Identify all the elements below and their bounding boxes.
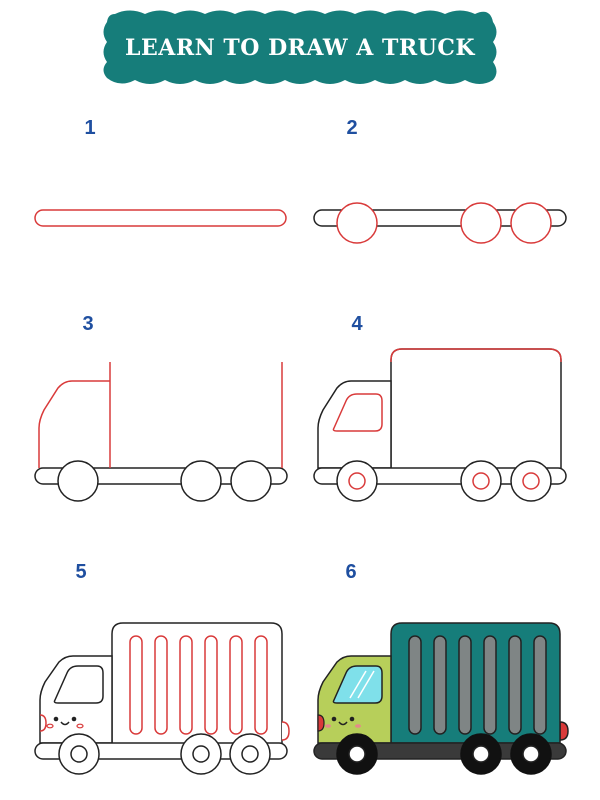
step-5-drawing [34, 622, 290, 775]
cargo-box-top [390, 348, 562, 362]
cargo-slats [129, 635, 268, 735]
headlight [317, 714, 325, 732]
step-1-drawing [34, 209, 287, 227]
front-wheel [57, 460, 99, 502]
slat [458, 635, 472, 735]
smile [338, 721, 348, 726]
rear-hub-1 [472, 472, 490, 490]
left-eye [331, 716, 337, 722]
window-glare [357, 670, 375, 699]
cargo-box-outline [390, 348, 562, 468]
rear-hub-1 [472, 745, 490, 763]
right-eye [349, 716, 355, 722]
window-glare [349, 670, 367, 699]
cab-window [53, 665, 104, 704]
right-cheek [355, 724, 361, 728]
step-number-2: 2 [346, 117, 357, 139]
right-cheek [76, 723, 84, 729]
left-eye [53, 716, 59, 722]
right-eye [71, 716, 77, 722]
headlight [39, 714, 47, 732]
chassis-bar [34, 209, 287, 227]
slat [408, 635, 422, 735]
slat [433, 635, 447, 735]
slat [533, 635, 547, 735]
rear-wheel-1 [180, 460, 222, 502]
slat [254, 635, 268, 735]
step-number-6: 6 [345, 561, 356, 583]
step-number-5: 5 [75, 561, 86, 583]
step-number-3: 3 [82, 313, 93, 335]
slat [229, 635, 243, 735]
step-3-drawing [34, 362, 288, 502]
tail-light [559, 721, 569, 741]
slat [508, 635, 522, 735]
cab-window [332, 393, 383, 432]
rear-hub-2 [241, 745, 259, 763]
front-wheel [336, 202, 378, 244]
cab-face [46, 716, 84, 729]
front-hub [348, 745, 366, 763]
rear-wheel-2 [230, 460, 272, 502]
slat [129, 635, 143, 735]
step-2-drawing [313, 202, 567, 244]
title-banner: LEARN TO DRAW A TRUCK [103, 10, 497, 84]
cab-face [325, 716, 361, 728]
left-cheek [325, 724, 331, 728]
rear-wheel-1 [460, 202, 502, 244]
cab-outline [38, 380, 110, 468]
cargo-slats [408, 635, 547, 735]
slat [154, 635, 168, 735]
step-number-4: 4 [351, 313, 363, 335]
front-hub [348, 472, 366, 490]
page-title: LEARN TO DRAW A TRUCK [125, 35, 475, 61]
rear-wheel-2 [510, 202, 552, 244]
rear-hub-2 [522, 745, 540, 763]
front-hub [70, 745, 88, 763]
rear-hub-2 [522, 472, 540, 490]
step-6-drawing [313, 622, 569, 775]
step-4-drawing [313, 348, 567, 502]
rear-hub-1 [192, 745, 210, 763]
smile [60, 721, 70, 726]
banner-shape [103, 10, 497, 84]
slat [179, 635, 193, 735]
slat [204, 635, 218, 735]
slat [483, 635, 497, 735]
step-number-1: 1 [84, 117, 95, 139]
tail-light [281, 721, 290, 741]
left-cheek [46, 723, 54, 729]
